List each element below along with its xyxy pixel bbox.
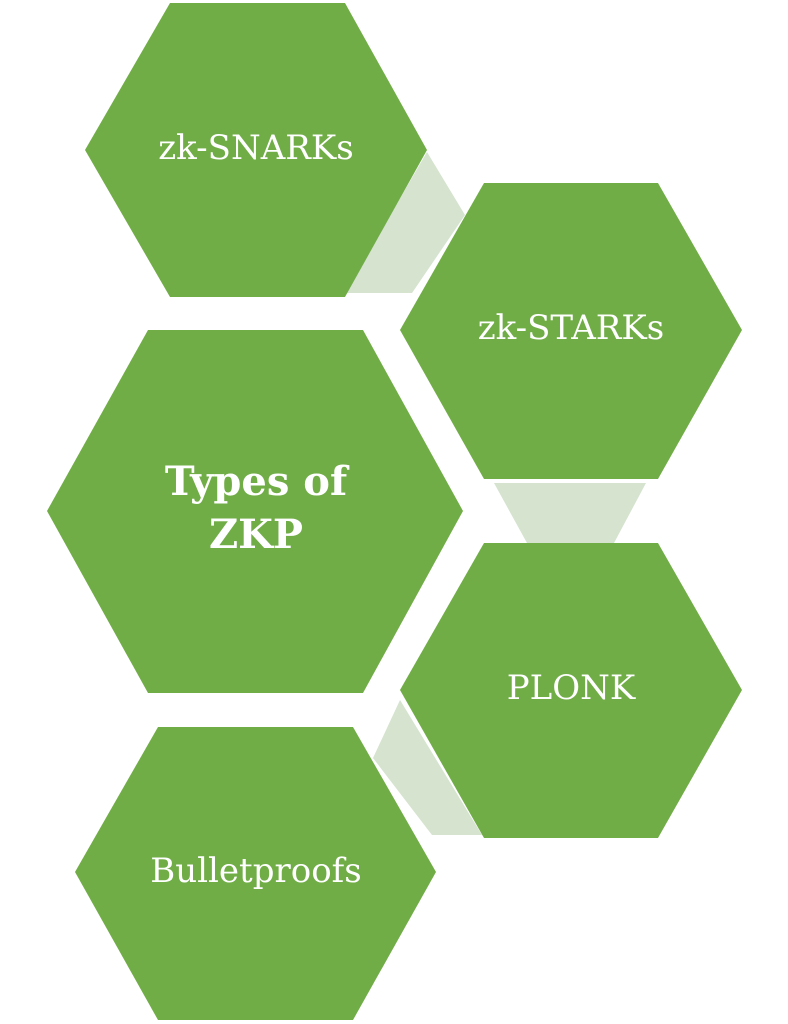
label-bulletproofs: Bulletproofs bbox=[150, 851, 361, 891]
hexagon-zk-starks bbox=[400, 183, 742, 479]
hexagon-zk-snarks bbox=[85, 3, 427, 297]
center-title-line1: Types of bbox=[165, 458, 350, 505]
hexagon-types-of-zkp bbox=[47, 330, 463, 693]
label-zk-snarks: zk-SNARKs bbox=[158, 128, 353, 168]
hexagon-bulletproofs bbox=[75, 727, 436, 1020]
center-title-line2: ZKP bbox=[209, 511, 303, 558]
connector-snarks-starks bbox=[345, 152, 465, 293]
connector-starks-plonk bbox=[494, 483, 646, 543]
label-zk-starks: zk-STARKs bbox=[478, 308, 665, 348]
hexagon-plonk bbox=[400, 543, 742, 838]
connector-plonk-bulletproofs bbox=[373, 700, 482, 835]
label-plonk: PLONK bbox=[507, 668, 636, 708]
